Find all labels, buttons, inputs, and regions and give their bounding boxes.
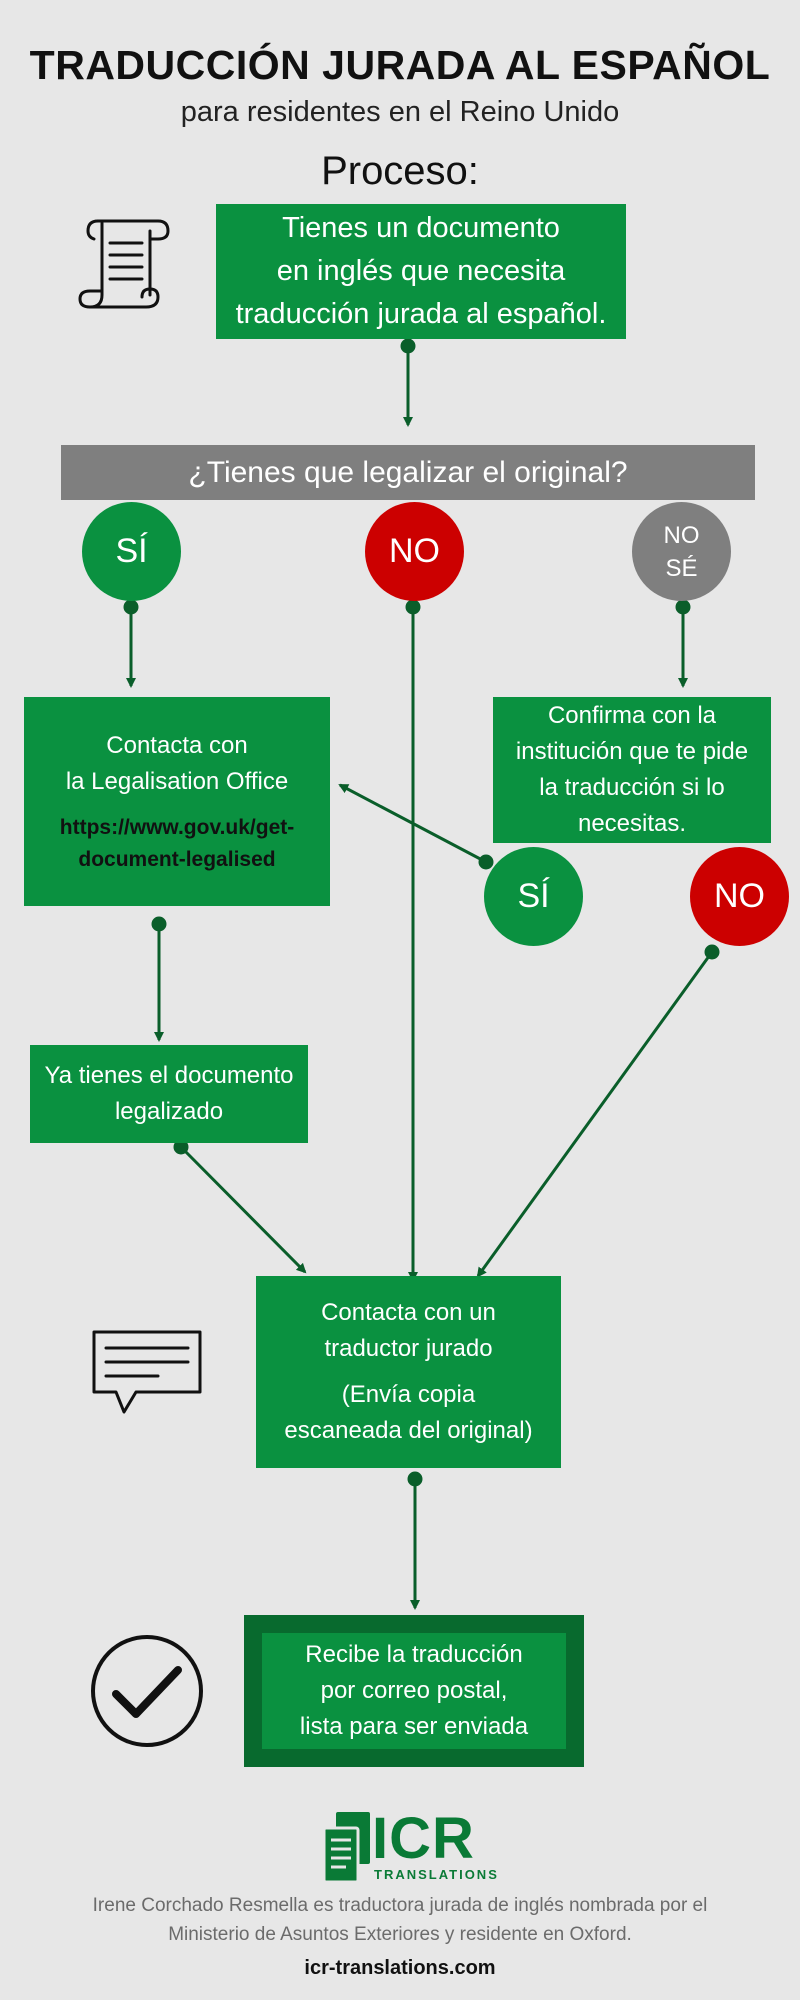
logo-text: ICR: [372, 1806, 475, 1871]
legalisation-url[interactable]: https://www.gov.uk/get- document-legalis…: [60, 812, 295, 876]
scroll-icon: [78, 219, 170, 309]
translator-note: (Envía copia escaneada del original): [284, 1377, 532, 1449]
legalisation-url-line-2: document-legalised: [78, 847, 276, 871]
answer-unknown-line-2: SÉ: [665, 554, 698, 582]
legalisation-line-1: Contacta con: [106, 731, 248, 759]
final-line-3: lista para ser enviada: [299, 1713, 529, 1740]
icr-logo-icon: [322, 1812, 370, 1884]
arrow-confirm-no-to-translator: [476, 951, 714, 1278]
answer-no-circle: NO: [365, 502, 464, 601]
question-bar: ¿Tienes que legalizar el original?: [61, 445, 755, 500]
legalised-line-1: Ya tienes el documento: [44, 1062, 294, 1089]
final-step-box: Recibe la traducción por correo postal, …: [262, 1633, 566, 1749]
page-title: TRADUCCIÓN JURADA AL ESPAÑOL: [29, 42, 771, 88]
translator-line-1: Contacta con un: [321, 1299, 496, 1326]
final-line-2: por correo postal,: [320, 1677, 508, 1704]
confirm-yes-circle: SÍ: [484, 847, 583, 946]
document-legalised-box: Ya tienes el documento legalizado: [30, 1045, 308, 1143]
answer-unknown-circle: NO SÉ: [632, 502, 731, 601]
translator-line-2: traductor jurado: [324, 1335, 493, 1362]
start-line-1: Tienes un documento: [282, 212, 560, 244]
chat-bubble-icon: [92, 1330, 202, 1414]
legalisation-url-line-1: https://www.gov.uk/get-: [59, 815, 295, 839]
footer-description-line-2: Ministerio de Asuntos Exteriores y resid…: [168, 1924, 632, 1945]
translator-note-line-1: (Envía copia: [341, 1381, 476, 1408]
checkmark-circle-icon: [91, 1635, 203, 1747]
logo-subtext: TRANSLATIONS: [374, 1867, 499, 1882]
start-line-2: en inglés que necesita: [276, 255, 566, 287]
confirm-line-3: la traducción si lo: [539, 774, 725, 801]
confirm-line-1: Confirma con la: [547, 702, 717, 729]
footer-description: Irene Corchado Resmella es traductora ju…: [40, 1891, 760, 1949]
page-subtitle: para residentes en el Reino Unido: [180, 96, 620, 128]
answer-yes-circle: SÍ: [82, 502, 181, 601]
confirm-line-4: necesitas.: [577, 810, 687, 837]
start-step-box: Tienes un documento en inglés que necesi…: [216, 204, 626, 339]
legalised-line-2: legalizado: [114, 1098, 224, 1125]
legalisation-office-box: Contacta con la Legalisation Office http…: [24, 697, 330, 906]
confirm-line-2: institución que te pide: [515, 738, 749, 765]
arrow-legalised-to-translator: [179, 1145, 307, 1274]
confirm-institution-box: Confirma con la institución que te pide …: [493, 697, 771, 843]
translator-note-line-2: escaneada del original): [284, 1417, 533, 1444]
legalisation-line-2: la Legalisation Office: [65, 767, 289, 795]
contact-translator-box: Contacta con un traductor jurado (Envía …: [256, 1276, 561, 1468]
answer-unknown-line-1: NO: [663, 521, 700, 549]
footer-description-line-1: Irene Corchado Resmella es traductora ju…: [92, 1895, 708, 1916]
confirm-no-circle: NO: [690, 847, 789, 946]
start-line-3: traducción jurada al español.: [235, 298, 607, 330]
arrow-confirm-yes-to-legalisation: [338, 783, 487, 864]
footer-website-link[interactable]: icr-translations.com: [304, 1957, 496, 1979]
process-label: Proceso:: [321, 149, 479, 193]
final-line-1: Recibe la traducción: [305, 1641, 523, 1668]
